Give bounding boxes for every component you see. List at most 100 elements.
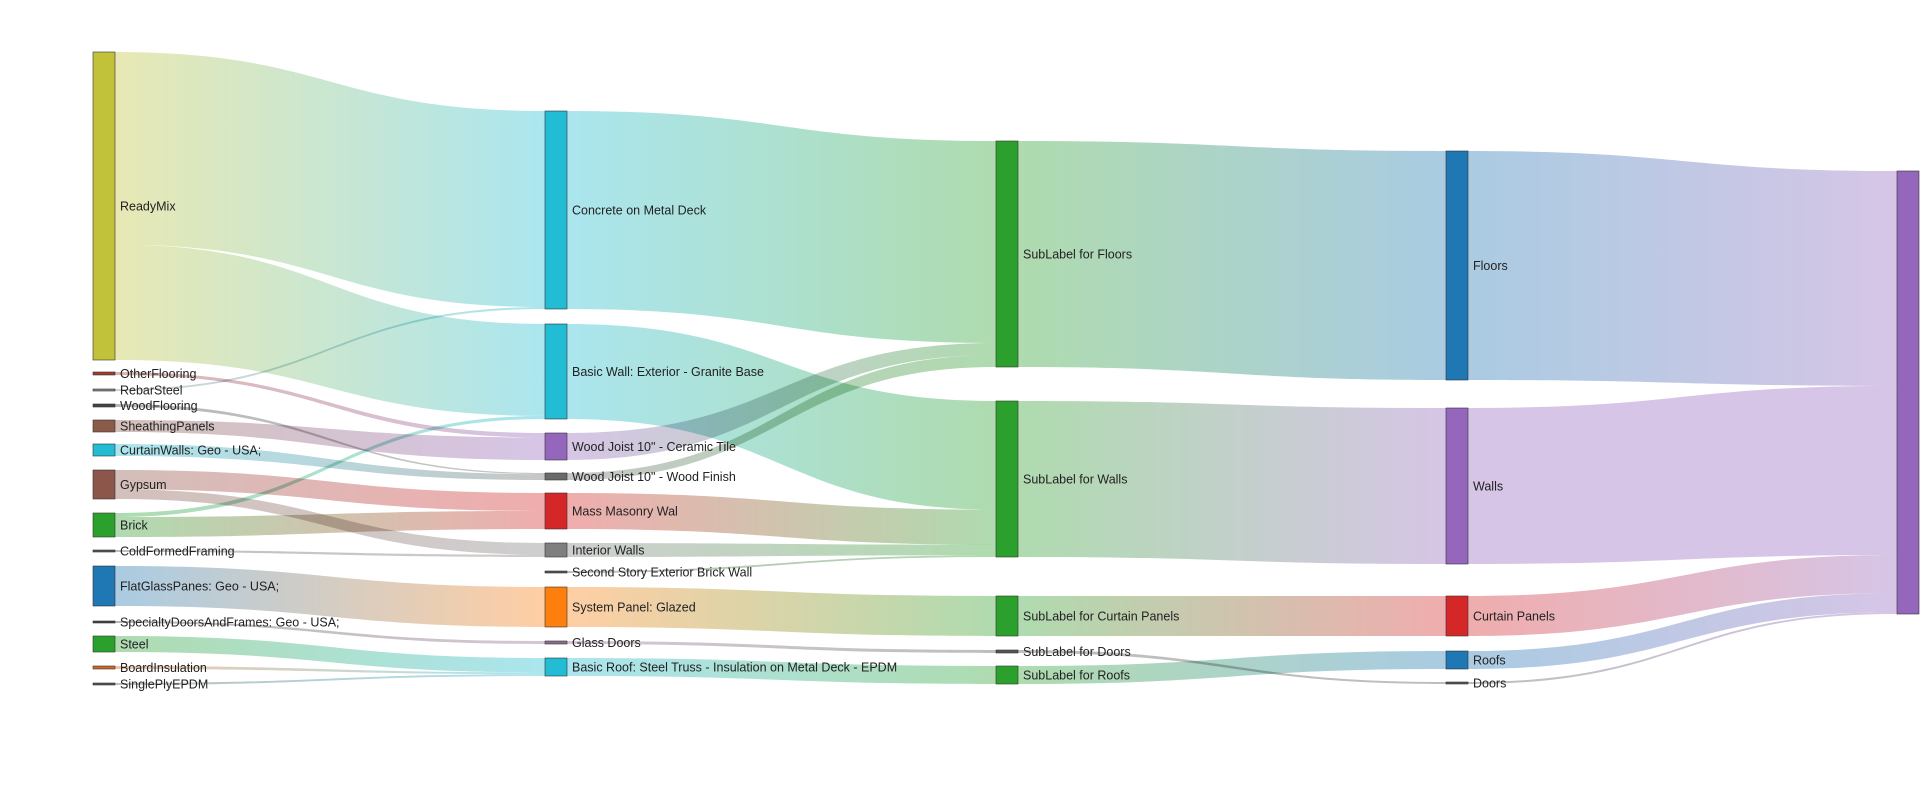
label-otherflooring: OtherFlooring [120, 367, 196, 381]
link-floors-to-total [1468, 151, 1897, 386]
label-walls: Walls [1473, 480, 1503, 494]
node-gypsum[interactable] [92, 469, 116, 500]
link-roofs-to-total [1468, 593, 1897, 669]
label-singleplyepdm: SinglePlyEPDM [120, 678, 208, 692]
node-floors[interactable] [1445, 150, 1469, 381]
node-rebarsteel[interactable] [92, 388, 116, 392]
link-gypsum-to-mass_masonry [115, 470, 545, 511]
label-brick: Brick [120, 519, 149, 533]
label-woodflooring: WoodFlooring [120, 399, 198, 413]
label-rebarsteel: RebarSteel [120, 384, 183, 398]
label-readymix: ReadyMix [120, 200, 176, 214]
link-sub_floors-to-floors [1018, 141, 1446, 380]
node-sub_roofs[interactable] [995, 665, 1019, 685]
link-brick-to-mass_masonry [115, 511, 545, 537]
label-sub_floors: SubLabel for Floors [1023, 248, 1132, 262]
link-sub_curtain-to-curtain_panels [1018, 596, 1446, 636]
label-basic_roof: Basic Roof: Steel Truss - Insulation on … [572, 661, 897, 675]
link-curtainwalls-to-wood_joist_wood [115, 444, 545, 480]
label-specialtydoors: SpecialtyDoorsAndFrames: Geo - USA; [120, 616, 340, 630]
node-readymix[interactable] [92, 51, 116, 361]
label-sub_doors: SubLabel for Doors [1023, 645, 1131, 659]
link-readymix-to-concrete_deck [115, 52, 545, 308]
node-basic_wall_ext[interactable] [544, 323, 568, 420]
label-wood_joist_ceramic: Wood Joist 10" - Ceramic Tile [572, 440, 736, 454]
node-sub_walls[interactable] [995, 400, 1019, 558]
node-otherflooring[interactable] [92, 371, 116, 376]
link-concrete_deck-to-sub_floors [567, 111, 996, 343]
link-interior_walls-to-sub_walls [567, 543, 996, 557]
label-concrete_deck: Concrete on Metal Deck [572, 204, 707, 218]
label-basic_wall_ext: Basic Wall: Exterior - Granite Base [572, 365, 764, 379]
node-curtain_panels[interactable] [1445, 595, 1469, 637]
link-readymix-to-basic_wall_ext [115, 244, 545, 416]
label-sub_roofs: SubLabel for Roofs [1023, 669, 1130, 683]
link-steel-to-basic_roof [115, 636, 545, 673]
node-second_story_brick[interactable] [544, 570, 568, 574]
label-roofs: Roofs [1473, 654, 1506, 668]
label-boardinsulation: BoardInsulation [120, 661, 207, 675]
label-second_story_brick: Second Story Exterior Brick Wall [572, 566, 752, 580]
label-floors: Floors [1473, 259, 1508, 273]
node-glass_doors[interactable] [544, 640, 568, 645]
link-system_panel_glazed-to-sub_curtain [567, 587, 996, 636]
link-walls-to-total [1468, 385, 1897, 564]
labels-layer: ReadyMixOtherFlooringRebarSteelWoodFloor… [120, 200, 1555, 692]
link-sub_roofs-to-roofs [1018, 651, 1446, 684]
label-glass_doors: Glass Doors [572, 636, 641, 650]
label-coldformedframing: ColdFormedFraming [120, 545, 235, 559]
link-rebarsteel-to-concrete_deck [115, 307, 545, 391]
node-walls[interactable] [1445, 407, 1469, 565]
label-mass_masonry: Mass Masonry Wal [572, 505, 678, 519]
node-roofs[interactable] [1445, 650, 1469, 670]
link-mass_masonry-to-sub_walls [567, 493, 996, 545]
link-wood_joist_ceramic-to-sub_floors [567, 343, 996, 460]
node-woodflooring[interactable] [92, 403, 116, 408]
label-gypsum: Gypsum [120, 478, 167, 492]
label-steel: Steel [120, 638, 149, 652]
links-layer [115, 52, 1897, 685]
link-boardinsulation-to-basic_roof [115, 666, 545, 675]
node-basic_roof[interactable] [544, 657, 568, 677]
link-singleplyepdm-to-basic_roof [115, 674, 545, 685]
node-system_panel_glazed[interactable] [544, 586, 568, 628]
label-wood_joist_wood: Wood Joist 10" - Wood Finish [572, 470, 736, 484]
label-sub_walls: SubLabel for Walls [1023, 473, 1127, 487]
node-sub_floors[interactable] [995, 140, 1019, 368]
label-curtain_panels: Curtain Panels [1473, 610, 1555, 624]
label-doors: Doors [1473, 677, 1506, 691]
node-doors[interactable] [1445, 681, 1469, 685]
node-boardinsulation[interactable] [92, 665, 116, 670]
link-sub_walls-to-walls [1018, 401, 1446, 564]
node-sub_curtain[interactable] [995, 595, 1019, 637]
node-brick[interactable] [92, 512, 116, 538]
label-sub_curtain: SubLabel for Curtain Panels [1023, 610, 1179, 624]
node-flatglasspanes[interactable] [92, 565, 116, 607]
node-total[interactable] [1896, 170, 1920, 615]
node-coldformedframing[interactable] [92, 549, 116, 553]
link-specialtydoors-to-glass_doors [115, 621, 545, 644]
node-specialtydoors[interactable] [92, 620, 116, 624]
link-otherflooring-to-wood_joist_ceramic [115, 372, 545, 438]
node-wood_joist_wood[interactable] [544, 472, 568, 481]
label-system_panel_glazed: System Panel: Glazed [572, 601, 696, 615]
link-doors-to-total [1468, 612, 1897, 684]
node-concrete_deck[interactable] [544, 110, 568, 310]
node-steel[interactable] [92, 635, 116, 653]
node-sub_doors[interactable] [995, 649, 1019, 654]
node-curtainwalls[interactable] [92, 443, 116, 457]
label-interior_walls: Interior Walls [572, 544, 644, 558]
link-glass_doors-to-sub_doors [567, 641, 996, 653]
node-interior_walls[interactable] [544, 542, 568, 558]
node-wood_joist_ceramic[interactable] [544, 432, 568, 461]
link-second_story_brick-to-sub_walls [567, 555, 996, 573]
node-mass_masonry[interactable] [544, 492, 568, 530]
node-singleplyepdm[interactable] [92, 682, 116, 686]
link-basic_roof-to-sub_roofs [567, 658, 996, 684]
link-curtain_panels-to-total [1468, 555, 1897, 636]
link-coldformedframing-to-interior_walls [115, 550, 545, 557]
label-flatglasspanes: FlatGlassPanes: Geo - USA; [120, 580, 279, 594]
link-sheathingpanels-to-wood_joist_ceramic [115, 420, 545, 460]
node-sheathingpanels[interactable] [92, 419, 116, 433]
